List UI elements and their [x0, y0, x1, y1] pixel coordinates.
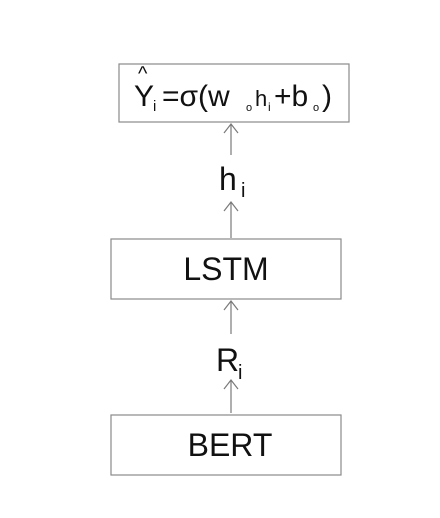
edge-label-r-sub: i: [238, 362, 242, 384]
arrow-r-to-lstm: [223, 300, 239, 334]
bert-node: BERT: [110, 414, 342, 476]
arrow-bert-to-r: [223, 379, 239, 413]
edge-label-h-base: h: [219, 161, 237, 197]
lstm-label: LSTM: [183, 251, 268, 287]
output-b-sub: o: [313, 102, 319, 114]
output-box: [118, 63, 350, 123]
output-h-sub: i: [268, 100, 271, 114]
edge-label-h: h i: [219, 161, 245, 202]
output-plus-b: +b: [274, 80, 308, 113]
bert-box: [110, 414, 342, 476]
lstm-box: [110, 238, 342, 300]
bert-label: BERT: [188, 427, 273, 463]
edge-label-r: R i: [216, 342, 242, 384]
output-node: ^ Y i =σ(w o h i +b o ): [118, 63, 350, 123]
output-w-sub: o: [246, 102, 252, 114]
arrow-lstm-to-h: [223, 201, 239, 238]
output-h: h: [255, 86, 267, 111]
edge-label-r-base: R: [216, 342, 239, 378]
arrow-h-to-output: [223, 123, 239, 155]
output-close: ): [322, 80, 332, 113]
output-y-sub: i: [153, 98, 156, 115]
y-hat-mark: ^: [138, 63, 148, 85]
output-y: Y: [134, 80, 154, 113]
lstm-node: LSTM: [110, 238, 342, 300]
output-eq-open: =σ(w: [162, 80, 230, 113]
edge-label-h-sub: i: [241, 180, 245, 202]
